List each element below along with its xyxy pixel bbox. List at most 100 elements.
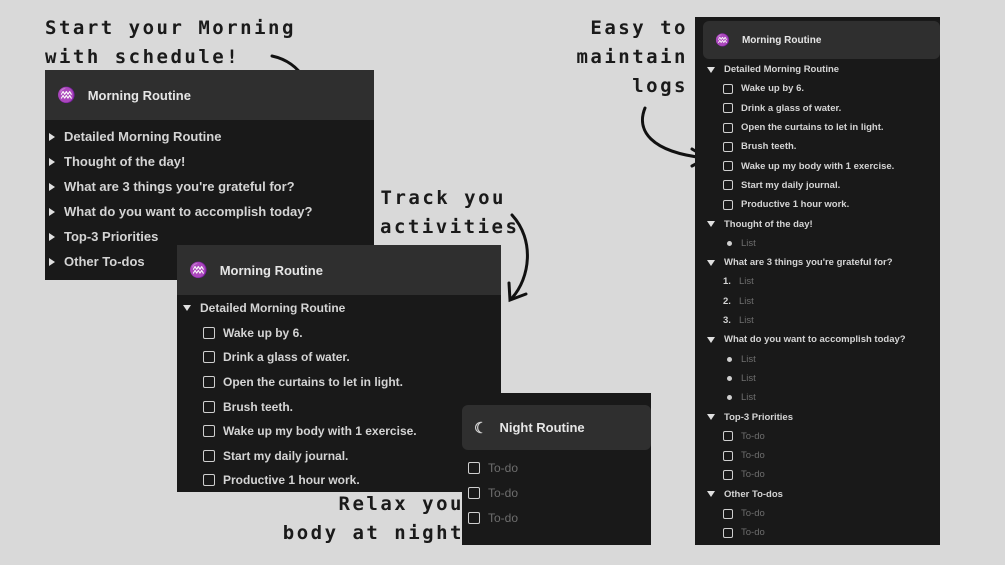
- item-text: Wake up my body with 1 exercise.: [741, 160, 895, 172]
- toggle-closed-icon[interactable]: [49, 232, 55, 241]
- item-text: Top-3 Priorities: [64, 229, 159, 244]
- toggle-open-icon[interactable]: [707, 221, 715, 228]
- checkbox-icon[interactable]: [203, 351, 215, 364]
- checkbox-icon[interactable]: [723, 431, 733, 442]
- item-text: Drink a glass of water.: [741, 102, 842, 114]
- todo-item[interactable]: To-do: [695, 504, 940, 523]
- todo-item[interactable]: Wake up my body with 1 exercise.: [177, 419, 501, 444]
- checkbox-icon[interactable]: [723, 83, 733, 94]
- checkbox-icon[interactable]: [723, 199, 733, 210]
- checkbox-icon[interactable]: [203, 449, 215, 462]
- todo-item[interactable]: Start my daily journal.: [177, 444, 501, 469]
- todo-item[interactable]: To-do: [695, 523, 940, 542]
- checkbox-icon[interactable]: [723, 180, 733, 191]
- checkbox-icon[interactable]: [203, 400, 215, 413]
- todo-item[interactable]: To-do: [695, 427, 940, 446]
- todo-item[interactable]: Drink a glass of water.: [695, 99, 940, 118]
- checkbox-icon[interactable]: [723, 161, 733, 172]
- toggle-item[interactable]: What are 3 things you're grateful for?: [45, 174, 374, 199]
- todo-item[interactable]: Productive 1 hour work.: [177, 468, 501, 492]
- panel-header[interactable]: ♒Morning Routine: [703, 21, 940, 59]
- todo-item[interactable]: Wake up my body with 1 exercise.: [695, 157, 940, 176]
- toggle-closed-icon[interactable]: [49, 257, 55, 266]
- toggle-closed-icon[interactable]: [49, 157, 55, 166]
- toggle-open-icon[interactable]: [707, 66, 715, 73]
- item-text: To-do: [741, 469, 765, 481]
- item-text: Brush teeth.: [741, 141, 797, 153]
- checkbox-icon[interactable]: [723, 508, 733, 519]
- toggle-closed-icon[interactable]: [49, 182, 55, 191]
- panel-header[interactable]: ☾Night Routine: [462, 405, 651, 450]
- toggle-open-icon[interactable]: [183, 305, 191, 312]
- item-text: List: [739, 276, 754, 288]
- checkbox-icon[interactable]: [723, 103, 733, 114]
- todo-item[interactable]: To-do: [462, 455, 651, 480]
- checkbox-icon[interactable]: [723, 450, 733, 461]
- item-text: To-do: [488, 485, 519, 500]
- todo-item[interactable]: Wake up by 6.: [695, 79, 940, 98]
- bullet-icon: [727, 395, 732, 401]
- todo-item[interactable]: To-do: [695, 446, 940, 465]
- checkbox-icon[interactable]: [723, 141, 733, 152]
- numbered-item[interactable]: 3.List: [695, 311, 940, 330]
- checkbox-icon[interactable]: [203, 376, 215, 389]
- numbered-item[interactable]: 1.List: [695, 272, 940, 291]
- panel-header[interactable]: ♒Morning Routine: [177, 245, 501, 295]
- todo-item[interactable]: Brush teeth.: [177, 394, 501, 419]
- toggle-item[interactable]: Other To-dos: [45, 249, 374, 274]
- checkbox-icon[interactable]: [468, 461, 480, 474]
- toggle-item[interactable]: What do you want to accomplish today?: [695, 330, 940, 349]
- toggle-item[interactable]: Other To-dos: [695, 485, 940, 504]
- todo-item[interactable]: Wake up by 6.: [177, 321, 501, 346]
- toggle-item[interactable]: Top-3 Priorities: [45, 224, 374, 249]
- todo-item[interactable]: Brush teeth.: [695, 137, 940, 156]
- todo-item[interactable]: Drink a glass of water.: [177, 345, 501, 370]
- checkbox-icon[interactable]: [203, 326, 215, 339]
- item-text: Detailed Morning Routine: [64, 129, 222, 144]
- checkbox-icon[interactable]: [203, 474, 215, 487]
- toggle-closed-icon[interactable]: [49, 207, 55, 216]
- toggle-item[interactable]: Top-3 Priorities: [695, 407, 940, 426]
- toggle-item[interactable]: Thought of the day!: [695, 214, 940, 233]
- toggle-item[interactable]: Thought of the day!: [45, 149, 374, 174]
- todo-item[interactable]: To-do: [695, 465, 940, 484]
- item-text: Open the curtains to let in light.: [223, 375, 404, 390]
- todo-item[interactable]: To-do: [462, 505, 651, 530]
- caption-logs: Easy to maintain logs: [576, 17, 688, 97]
- toggle-item[interactable]: What do you want to accomplish today?: [45, 199, 374, 224]
- checkbox-icon[interactable]: [203, 425, 215, 438]
- todo-item[interactable]: Productive 1 hour work.: [695, 195, 940, 214]
- numbered-item[interactable]: 2.List: [695, 292, 940, 311]
- toggle-open-icon[interactable]: [707, 259, 715, 266]
- toggle-open-icon[interactable]: [707, 336, 715, 343]
- item-text: List: [741, 372, 756, 384]
- todo-item[interactable]: Open the curtains to let in light.: [695, 118, 940, 137]
- toggle-item[interactable]: Detailed Morning Routine: [177, 296, 501, 321]
- caption-track: Track you activities: [380, 187, 520, 238]
- bullet-item[interactable]: List: [695, 350, 940, 369]
- bullet-item[interactable]: List: [695, 369, 940, 388]
- todo-item[interactable]: Start my daily journal.: [695, 176, 940, 195]
- bullet-icon: [727, 240, 732, 246]
- toggle-open-icon[interactable]: [707, 414, 715, 421]
- checkbox-icon[interactable]: [723, 122, 733, 133]
- bullet-item[interactable]: List: [695, 388, 940, 407]
- todo-item[interactable]: Open the curtains to let in light.: [177, 370, 501, 395]
- item-text: Productive 1 hour work.: [741, 199, 850, 211]
- checkbox-icon[interactable]: [468, 511, 480, 524]
- item-text: Thought of the day!: [64, 154, 186, 169]
- toggle-open-icon[interactable]: [707, 491, 715, 498]
- toggle-item[interactable]: Detailed Morning Routine: [45, 124, 374, 149]
- bullet-item[interactable]: List: [695, 234, 940, 253]
- checkbox-icon[interactable]: [723, 469, 733, 480]
- toggle-closed-icon[interactable]: [49, 132, 55, 141]
- toggle-item[interactable]: What are 3 things you're grateful for?: [695, 253, 940, 272]
- toggle-item[interactable]: Detailed Morning Routine: [695, 60, 940, 79]
- list-number: 3.: [723, 315, 731, 327]
- item-text: Detailed Morning Routine: [200, 301, 346, 316]
- panel-header[interactable]: ♒Morning Routine: [45, 70, 374, 120]
- todo-item[interactable]: To-do: [462, 480, 651, 505]
- checkbox-icon[interactable]: [723, 527, 733, 538]
- checkbox-icon[interactable]: [468, 486, 480, 499]
- sunrise-icon: ♒: [189, 262, 208, 279]
